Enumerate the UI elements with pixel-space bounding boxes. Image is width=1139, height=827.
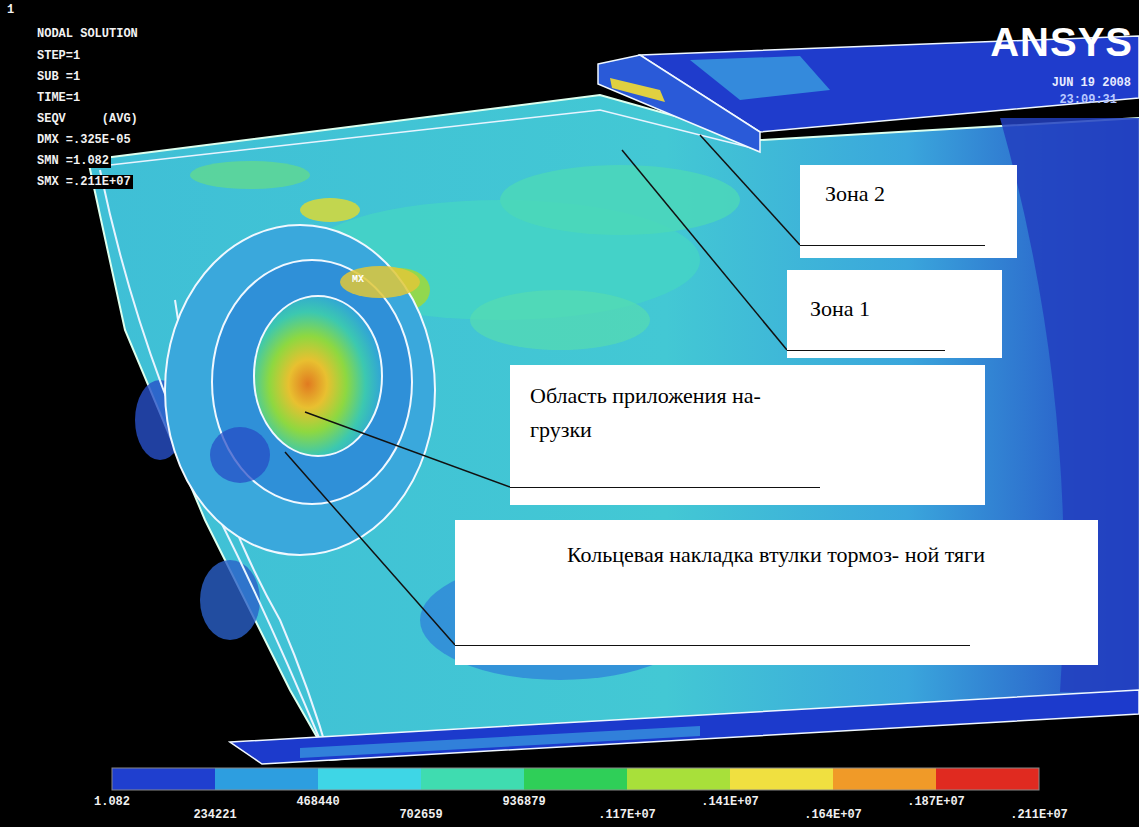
- callout-box: Зона 2: [800, 165, 1017, 258]
- fem-path: [110, 110, 760, 165]
- fem-line: [305, 412, 510, 487]
- fem-rect: [421, 768, 524, 790]
- callout-box: Кольцевая накладка втулки тормоз- ной тя…: [455, 520, 1098, 665]
- fem-polygon: [88, 95, 1139, 760]
- plot-number: 1: [5, 3, 16, 17]
- callout-text: Кольцевая накладка втулки тормоз- ной тя…: [566, 538, 986, 572]
- scale-value: .187E+07: [907, 795, 965, 809]
- fem-ellipse: [500, 165, 740, 235]
- date-stamp: JUN 19 2008: [1052, 76, 1131, 90]
- fem-rect: [524, 768, 627, 790]
- scale-value: 702659: [399, 808, 442, 822]
- plot-info: TIME=1: [35, 91, 82, 105]
- plot-info: NODAL SOLUTION: [35, 27, 140, 41]
- max-marker: MX: [352, 274, 364, 286]
- plot-info: SMN =1.082: [35, 154, 111, 168]
- fem-rect: [112, 768, 1039, 790]
- fem-ellipse: [190, 161, 310, 189]
- fem-rect: [318, 768, 421, 790]
- scale-value: .141E+07: [701, 795, 759, 809]
- fem-ellipse: [300, 198, 360, 222]
- leader-underline: [455, 645, 970, 646]
- scale-value: .211E+07: [1010, 808, 1068, 822]
- plot-info: STEP=1: [35, 49, 82, 63]
- fem-ellipse: [470, 290, 650, 350]
- fem-line: [700, 135, 800, 245]
- plot-info: SUB =1: [35, 70, 82, 84]
- fem-polygon: [230, 690, 1139, 764]
- callout-box: Зона 1: [787, 270, 1002, 358]
- callout-text: Область приложения на- грузки: [530, 379, 805, 447]
- bushing-ring: [165, 225, 435, 555]
- plate: [88, 95, 1139, 760]
- fem-ellipse: [165, 225, 435, 555]
- fem-ellipse: [340, 266, 420, 298]
- ansys-logo: ANSYS: [990, 18, 1133, 66]
- scale-value: 234221: [193, 808, 236, 822]
- fem-rect: [627, 768, 730, 790]
- fem-polygon: [610, 78, 665, 102]
- scale-value: 1.082: [94, 795, 130, 809]
- fem-rect: [215, 768, 318, 790]
- leader-underline: [787, 350, 945, 351]
- fem-rect: [833, 768, 936, 790]
- scale-value: 936879: [502, 795, 545, 809]
- plot-info: DMX =.325E-05: [35, 133, 133, 147]
- fem-rect: [936, 768, 1039, 790]
- fem-ellipse: [200, 560, 260, 640]
- scale-value: .164E+07: [804, 808, 862, 822]
- fem-ellipse: [254, 296, 382, 456]
- color-bar: [112, 768, 1039, 790]
- plot-info: SMX =.211E+07: [35, 175, 133, 189]
- fem-polygon: [690, 56, 830, 100]
- fem-line: [622, 150, 787, 350]
- fem-line: [285, 452, 455, 645]
- leader-underline: [510, 487, 820, 488]
- fem-ellipse: [210, 427, 270, 483]
- callout-box: Область приложения на- грузки: [510, 365, 985, 505]
- fem-rect: [112, 768, 215, 790]
- leader-underline: [800, 245, 985, 246]
- callout-text: Зона 1: [810, 292, 990, 326]
- time-stamp: 23:09:31: [1059, 93, 1117, 107]
- callout-text: Зона 2: [825, 177, 1005, 211]
- bottom-flange: [230, 690, 1139, 764]
- scale-value: 468440: [296, 795, 339, 809]
- fem-polygon: [300, 726, 700, 758]
- fem-rect: [730, 768, 833, 790]
- scale-value: .117E+07: [598, 808, 656, 822]
- plot-info: SEQV (AVG): [35, 112, 140, 126]
